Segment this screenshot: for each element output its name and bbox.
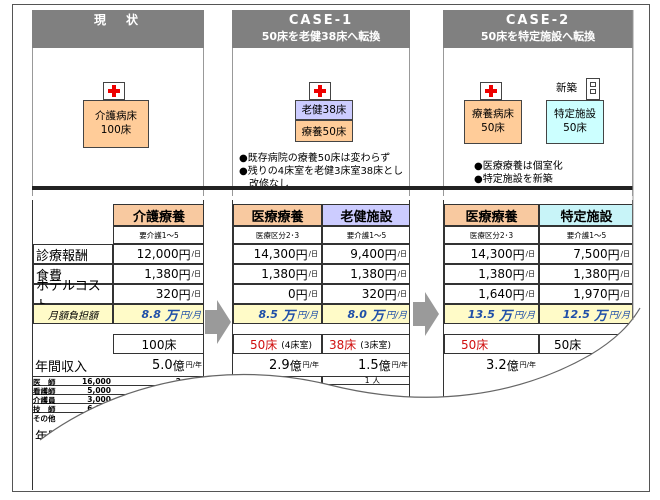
row-label-monthly: 月額負担額 <box>33 304 113 324</box>
row-label-medical-fee: 診療報酬 <box>33 244 113 264</box>
building-beds: 50床 <box>481 122 505 134</box>
frame-right <box>649 4 650 492</box>
current-diagram: 介護病床 100床 <box>32 48 204 196</box>
ryoyo-building: 療養50床 <box>295 120 353 142</box>
new-build-label: 新築 <box>556 82 577 94</box>
case2-col-header-medical: 医療療養 <box>444 204 539 226</box>
current-header: 現 状 <box>32 10 204 48</box>
row-label-annual: 年間収入 <box>35 359 88 375</box>
case1-class-medical: 医療区分2･3 <box>233 226 322 244</box>
case1-beds-a: 50床(4床室) <box>233 334 322 354</box>
note-line: ●医療療養は個室化 <box>474 161 563 172</box>
red-cross-icon <box>108 85 120 97</box>
rouken-building: 老健38床 <box>295 100 353 120</box>
hospital-roof <box>309 82 331 100</box>
case2-title: CASE-2 <box>505 13 571 28</box>
case1-class-rouken: 要介護1～5 <box>322 226 409 244</box>
note-line: 改修なし <box>239 179 289 190</box>
case1-notes: ●既存病院の療養50床は変わらず ●残りの4床室を老健3床室38床とし 改修なし <box>239 152 409 191</box>
frame-left <box>12 4 13 492</box>
building-label: 療養病床 <box>472 108 514 120</box>
case2-notes: ●医療療養は個室化 ●特定施設を新築 <box>474 160 624 186</box>
row-label-food: 食費 <box>33 264 113 284</box>
case1-diagram: 老健38床 療養50床 ●既存病院の療養50床は変わらず ●残りの4床室を老健3… <box>232 48 410 196</box>
case2-col-header-tokutei: 特定施設 <box>539 204 632 226</box>
red-cross-icon <box>314 85 326 97</box>
case2-subtitle: 50床を特定施設へ転換 <box>480 30 596 43</box>
case1-beds-b: 38床(3床室) <box>322 334 409 354</box>
case2-class-medical: 医療区分2･3 <box>444 226 539 244</box>
case2-diagram: 療養病床 50床 新築 特定施設 50床 ●医療療養は個室化 ●特定施設を新築 <box>443 48 633 196</box>
row-label-hotel: ホテルコスト <box>33 279 113 313</box>
building-beds: 100床 <box>100 124 132 136</box>
building-beds: 50床 <box>563 122 587 134</box>
case2-beds-b: 50床 <box>539 334 632 354</box>
case1-col-header-rouken: 老健施設 <box>322 204 409 226</box>
case2-beds-a: 50床 <box>444 334 539 354</box>
section-divider <box>32 186 633 190</box>
case1-subtitle: 50床を老健38床へ転換 <box>261 30 381 43</box>
arrow-right-icon <box>413 292 439 336</box>
current-header-title: 現 状 <box>93 13 142 27</box>
arrow-right-icon <box>205 300 231 344</box>
case1-title: CASE-1 <box>288 13 354 28</box>
hospital-roof <box>103 82 125 100</box>
current-care-level: 要介護1～5 <box>113 226 203 244</box>
red-cross-icon <box>485 85 497 97</box>
new-building-marker <box>586 78 600 100</box>
case1-header: CASE-1 50床を老健38床へ転換 <box>232 10 410 48</box>
frame-bottom <box>12 491 650 492</box>
current-col-header: 介護療養 <box>113 204 203 226</box>
note-line: ●特定施設を新築 <box>474 174 553 185</box>
case1-col-header-medical: 医療療養 <box>233 204 322 226</box>
building-label: 特定施設 <box>554 108 596 120</box>
hospital-roof <box>480 82 502 100</box>
case2-class-tokutei: 要介護1～5 <box>539 226 632 244</box>
tokutei-building: 特定施設 50床 <box>546 100 604 144</box>
case2-header: CASE-2 50床を特定施設へ転換 <box>443 10 633 48</box>
current-beds: 100床 <box>113 334 203 354</box>
building-label: 介護病床 <box>95 110 137 122</box>
ryoyo-building: 療養病床 50床 <box>464 100 522 144</box>
note-line: ●既存病院の療養50床は変わらず <box>239 153 391 164</box>
note-line: ●残りの4床室を老健3床室38床とし <box>239 166 404 177</box>
care-ward-building: 介護病床 100床 <box>83 100 149 148</box>
